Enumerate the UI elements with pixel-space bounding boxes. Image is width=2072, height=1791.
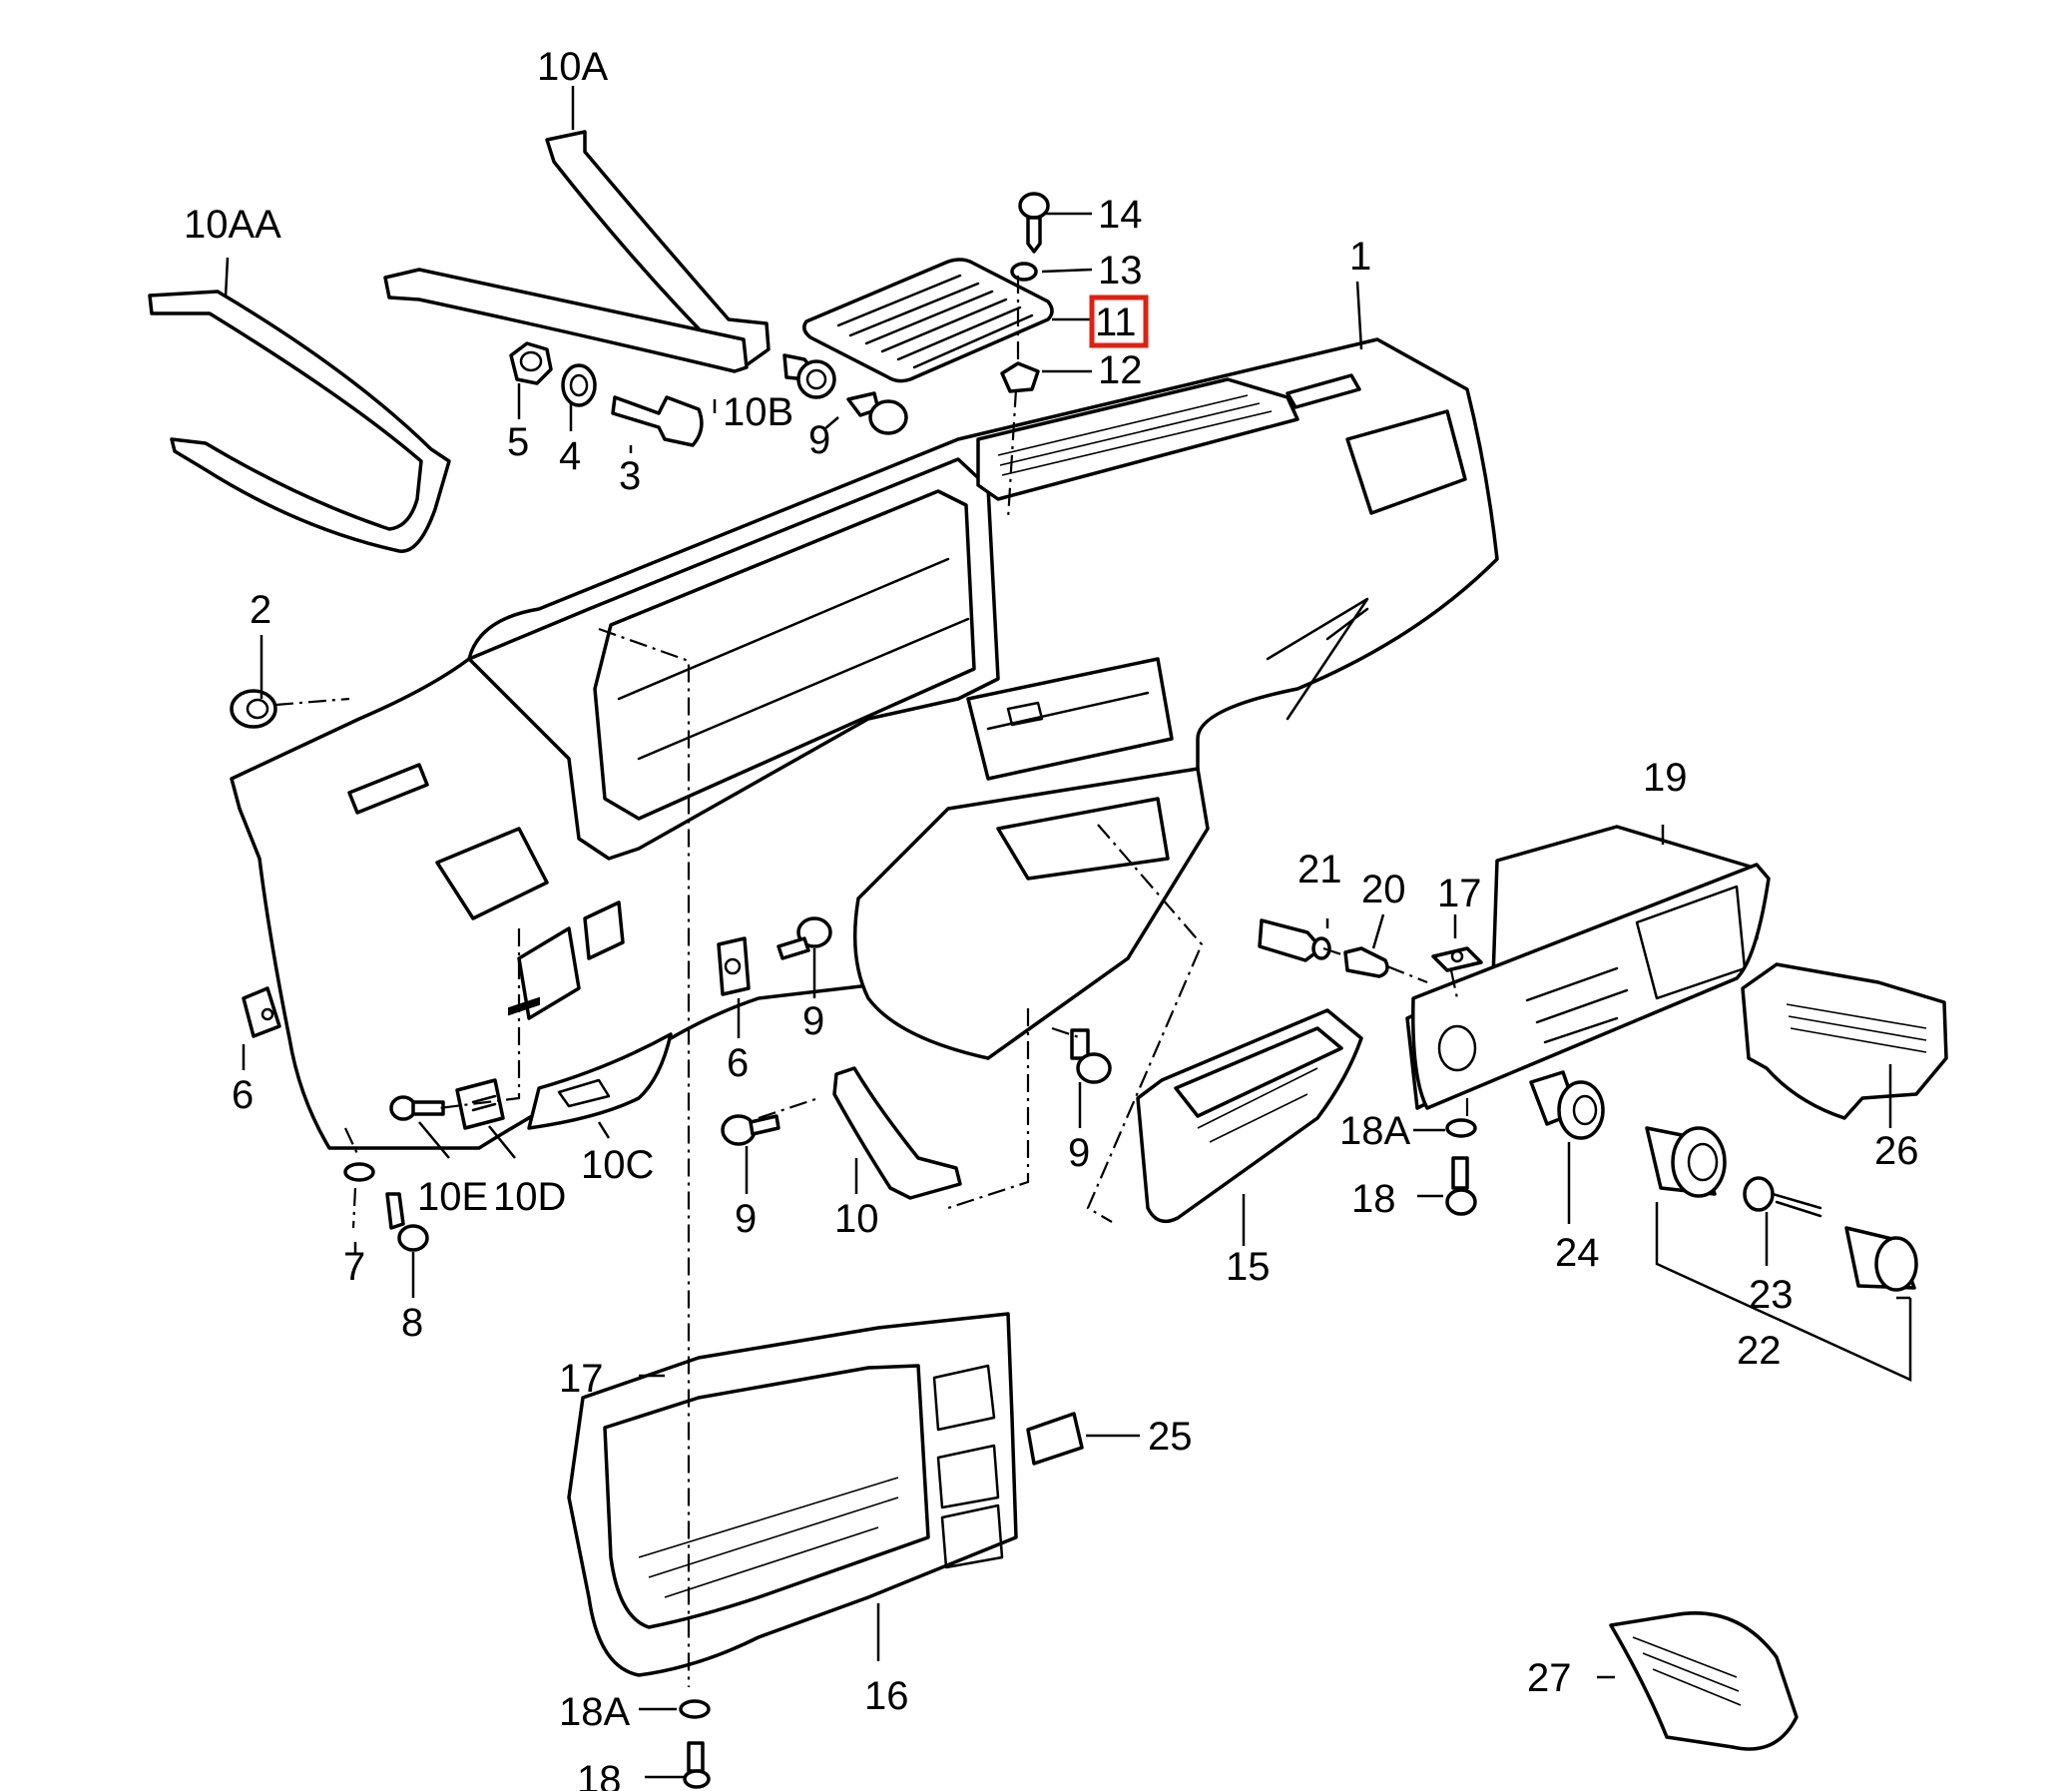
switch-blank-25 <box>1026 1412 1084 1466</box>
callout-27: 27 <box>1527 1656 1572 1700</box>
callout-23: 23 <box>1749 1273 1794 1317</box>
clip-6-left <box>242 986 281 1038</box>
bracket-10aa <box>148 290 451 553</box>
callout-17-lower: 17 <box>559 1357 604 1401</box>
lighter-element-23 <box>1743 1176 1822 1218</box>
highlight-box-callout-11 <box>1089 295 1149 348</box>
ashtray-27 <box>1609 1611 1799 1751</box>
callout-8: 8 <box>401 1301 423 1345</box>
lighter-knob <box>1844 1226 1918 1292</box>
callout-16: 16 <box>864 1674 909 1718</box>
assembly-lines <box>274 276 1469 1687</box>
callout-9-lower: 9 <box>735 1197 757 1241</box>
callout-labels: 1 2 3 4 5 6 6 7 8 9 9 9 9 9 10 10A 10AA … <box>184 45 1919 1791</box>
callout-6-left: 6 <box>232 1073 254 1117</box>
washer-18a-right <box>1445 1118 1477 1138</box>
callout-10e: 10E <box>417 1175 488 1219</box>
vent-grille-11 <box>802 258 1054 383</box>
callout-13: 13 <box>1098 249 1143 293</box>
callout-14: 14 <box>1098 193 1143 237</box>
callout-7: 7 <box>343 1245 365 1289</box>
bolt-3 <box>611 395 704 447</box>
screw-18-lower <box>683 1741 711 1789</box>
callout-9-console: 9 <box>1068 1131 1090 1175</box>
callout-5: 5 <box>507 420 529 464</box>
callout-6-centre: 6 <box>727 1041 749 1085</box>
screw-9-lower <box>721 1114 780 1146</box>
callout-4: 4 <box>559 434 581 478</box>
screw-8 <box>385 1192 429 1252</box>
ashtray-housing-26 <box>1741 962 1948 1120</box>
callout-18-lower: 18 <box>577 1758 622 1791</box>
callout-3: 3 <box>619 454 641 498</box>
dashboard-1 <box>230 337 1499 1150</box>
washer-13 <box>1010 262 1038 282</box>
clip-6-centre <box>717 936 751 996</box>
callout-20: 20 <box>1361 868 1406 911</box>
lighter-socket-24 <box>1529 1070 1605 1140</box>
lighter-housing-22 <box>1645 1126 1727 1198</box>
washer-4 <box>561 363 597 407</box>
callout-9-top: 9 <box>808 418 830 462</box>
callout-26: 26 <box>1874 1129 1919 1173</box>
callout-9-centre: 9 <box>802 999 824 1043</box>
callout-12: 12 <box>1098 348 1143 392</box>
callout-21: 21 <box>1297 848 1342 892</box>
callout-15: 15 <box>1226 1245 1271 1289</box>
callout-17-right: 17 <box>1437 872 1482 915</box>
instrument-surround-16 <box>567 1312 1018 1677</box>
bracket-10a <box>383 130 771 373</box>
catch-10d <box>455 1078 505 1130</box>
callout-19: 19 <box>1643 756 1688 800</box>
callout-18a-right: 18A <box>1339 1109 1410 1153</box>
callout-24: 24 <box>1555 1231 1600 1275</box>
callout-11: 11 <box>1095 300 1137 344</box>
bracket-10 <box>832 1066 962 1200</box>
leader-lines <box>224 86 1912 1779</box>
callout-2: 2 <box>250 588 271 632</box>
callout-22: 22 <box>1737 1329 1782 1373</box>
clip-12 <box>1000 361 1040 393</box>
screw-9-console <box>1070 1028 1112 1084</box>
washer-18a-lower <box>679 1699 711 1719</box>
callout-10: 10 <box>834 1197 879 1241</box>
bolt-10b <box>782 353 836 399</box>
callout-25: 25 <box>1148 1415 1193 1459</box>
callout-10a: 10A <box>537 45 608 89</box>
grommet-2 <box>230 689 277 729</box>
screw-18-right <box>1445 1156 1477 1216</box>
clip-17-right <box>1431 946 1483 972</box>
callout-18-right: 18 <box>1351 1177 1396 1221</box>
washer-7 <box>343 1162 375 1182</box>
storage-tray-15 <box>1136 1008 1363 1224</box>
callout-10b: 10B <box>723 390 793 434</box>
handle-10c <box>527 1032 673 1130</box>
nut-5 <box>509 341 553 385</box>
callout-10c: 10C <box>581 1143 654 1187</box>
callout-1: 1 <box>1349 235 1371 279</box>
screw-9-centre <box>777 916 832 960</box>
callout-10d: 10D <box>493 1175 566 1219</box>
screw-9-top <box>846 391 908 435</box>
switch-panel-19 <box>1405 825 1771 1110</box>
lamp-holder-21 <box>1258 918 1331 962</box>
screw-10e <box>389 1095 445 1121</box>
screw-14 <box>1018 192 1050 254</box>
callout-10aa: 10AA <box>184 203 281 247</box>
callout-18a-lower: 18A <box>559 1690 630 1734</box>
bulb-20 <box>1343 946 1389 978</box>
